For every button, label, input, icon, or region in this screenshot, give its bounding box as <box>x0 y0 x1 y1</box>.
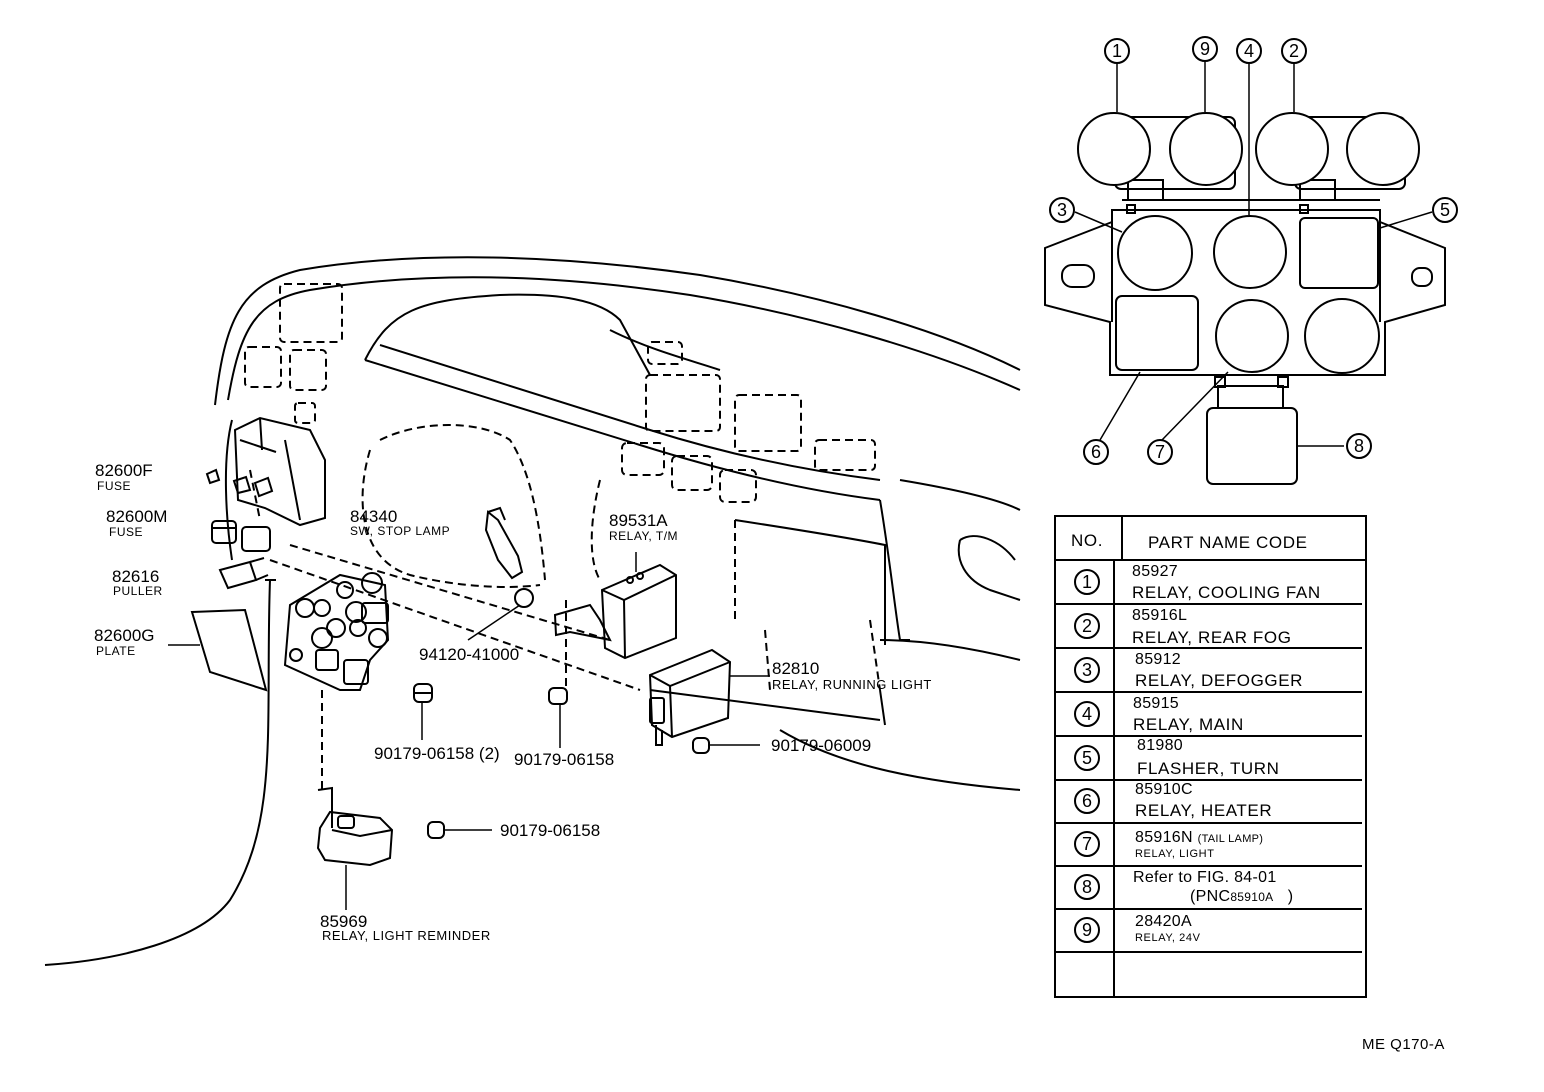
relay-tm-code: 89531A <box>609 511 668 530</box>
relay-block-top-view <box>1044 112 1446 485</box>
leader-lines <box>168 552 770 910</box>
table-row-no: 1 <box>1074 569 1100 595</box>
table-row-code: 85916L <box>1132 607 1188 624</box>
fuse-f-shape <box>205 468 274 498</box>
puller-shape <box>218 557 269 590</box>
relay-tm-shape <box>553 563 677 660</box>
table-row-code: 28420A <box>1135 913 1192 930</box>
dashboard-outline <box>44 256 1021 966</box>
block-label-7: 7 <box>1147 439 1173 465</box>
bolt-shapes <box>413 683 710 839</box>
plate-name: PLATE <box>96 644 136 658</box>
block-label-5: 5 <box>1432 197 1458 223</box>
relay-tm-name: RELAY, T/M <box>609 529 679 543</box>
block-label-1: 1 <box>1104 38 1130 64</box>
block-label-4: 4 <box>1236 38 1262 64</box>
block-label-8: 8 <box>1346 433 1372 459</box>
table-row-no: 8 <box>1074 874 1100 900</box>
plate-shape <box>190 608 268 692</box>
block-label-2: 2 <box>1281 38 1307 64</box>
nut-94120-code: 94120-41000 <box>419 645 520 664</box>
row-8-pnc-prefix: (PNC <box>1190 888 1231 905</box>
stop-lamp-switch-name: SW, STOP LAMP <box>350 524 451 538</box>
table-row-name: RELAY, MAIN <box>1133 715 1244 734</box>
table-row-name: RELAY, 24V <box>1135 932 1201 944</box>
fuse-m-name: FUSE <box>109 525 144 539</box>
fuse-m-code: 82600M <box>106 507 168 526</box>
table-row-name: RELAY, DEFOGGER <box>1135 671 1304 690</box>
table-row-code: 85927 <box>1132 563 1178 580</box>
table-row-name: RELAY, HEATER <box>1135 801 1273 820</box>
table-row-code: 85910C <box>1135 781 1193 798</box>
bolt-lower-code: 90179-06158 <box>500 821 601 840</box>
table-header-name: PART NAME CODE <box>1148 533 1308 552</box>
relay-running-light-shape <box>648 648 732 746</box>
row-8-pnc-suffix: ) <box>1287 888 1294 905</box>
table-row-name: (PNC85910A ) <box>1190 888 1293 906</box>
relay-running-light-code: 82810 <box>772 659 820 678</box>
table-row-no: 7 <box>1074 831 1100 857</box>
relay-running-light-name: RELAY, RUNNING LIGHT <box>772 677 932 692</box>
fuse-f-name: FUSE <box>97 479 132 493</box>
plate-code: 82600G <box>94 626 155 645</box>
table-row-code: Refer to FIG. 84-01 <box>1133 869 1277 886</box>
table-row-no: 4 <box>1074 701 1100 727</box>
block-label-3: 3 <box>1049 197 1075 223</box>
puller-code: 82616 <box>112 567 160 586</box>
row-8-pnc-code: 85910A <box>1230 890 1274 904</box>
table-row-no: 5 <box>1074 745 1100 771</box>
bolt-06009-code: 90179-06009 <box>771 736 872 755</box>
block-label-9: 9 <box>1192 36 1218 62</box>
relay-light-reminder-code: 85969 <box>320 912 368 931</box>
table-row-name: RELAY, COOLING FAN <box>1132 583 1321 602</box>
bolt-1-code: 90179-06158 <box>514 750 615 769</box>
relay-light-reminder-name: RELAY, LIGHT REMINDER <box>322 928 491 943</box>
fuse-m-shape <box>211 520 271 552</box>
row-7-code: 85916N <box>1135 829 1193 846</box>
block-label-6: 6 <box>1083 439 1109 465</box>
relay-light-reminder-shape <box>316 786 394 867</box>
table-row-code: 85916N (TAIL LAMP) <box>1135 829 1263 847</box>
bolt-2-code: 90179-06158 (2) <box>374 744 500 763</box>
table-row-code: 85915 <box>1133 695 1179 712</box>
table-row-name: FLASHER, TURN <box>1137 759 1280 778</box>
parts-table-grid <box>1054 515 1367 998</box>
row-7-code-note: (TAIL LAMP) <box>1197 833 1264 845</box>
relay-block-shape <box>283 572 390 691</box>
table-row-no: 6 <box>1074 788 1100 814</box>
table-row-no: 2 <box>1074 613 1100 639</box>
table-row-no: 9 <box>1074 917 1100 943</box>
stop-lamp-switch-code: 84340 <box>350 507 398 526</box>
table-row-code: 81980 <box>1137 737 1183 754</box>
table-row-no: 3 <box>1074 657 1100 683</box>
diagram-id: ME Q170-A <box>1362 1036 1445 1053</box>
relay-block-leaders <box>1074 62 1433 447</box>
stop-lamp-switch-shape <box>484 506 534 608</box>
table-row-name: RELAY, REAR FOG <box>1132 628 1292 647</box>
table-row-code: 85912 <box>1135 651 1181 668</box>
table-header-no: NO. <box>1071 531 1104 550</box>
fuse-f-code: 82600F <box>95 461 153 480</box>
puller-name: PULLER <box>113 584 163 598</box>
table-row-name: RELAY, LIGHT <box>1135 848 1215 860</box>
